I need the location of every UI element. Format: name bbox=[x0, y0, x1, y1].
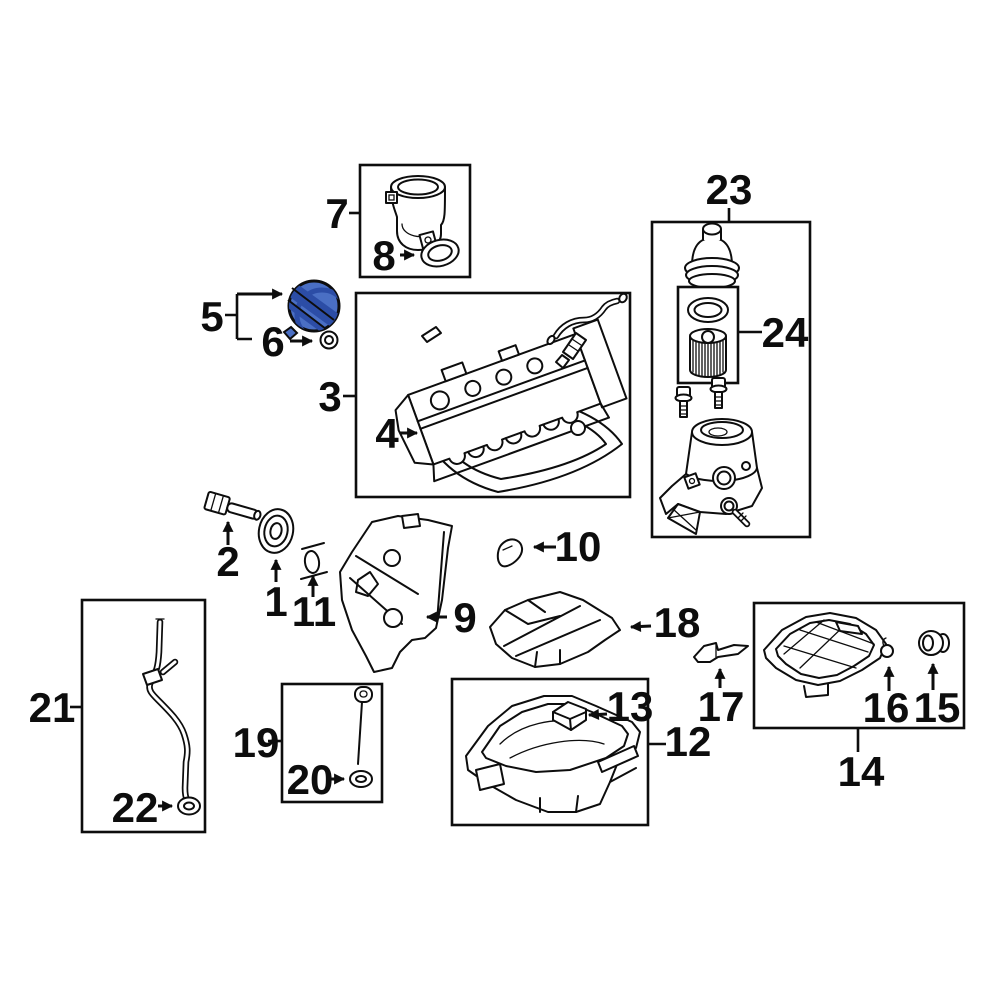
part-label-23: 23 bbox=[706, 166, 753, 213]
dipstick-group-box: 20 bbox=[280, 682, 384, 804]
valve-cover-group-box: 4 bbox=[354, 291, 632, 499]
oil-filter-group-box: 24 bbox=[650, 220, 812, 539]
cap-oring-part bbox=[319, 330, 339, 350]
oil-filler-neck-part bbox=[385, 175, 446, 251]
part-label-17: 17 bbox=[698, 683, 745, 730]
arrow-to-part-13 bbox=[587, 708, 608, 720]
oil-filter-cap-part bbox=[684, 222, 740, 289]
upper-oil-pan-part bbox=[465, 695, 641, 813]
housing-bolt-part bbox=[674, 386, 693, 418]
timing-cover-part bbox=[339, 513, 453, 673]
part-label-18: 18 bbox=[654, 599, 701, 646]
bracket-part bbox=[693, 642, 749, 663]
part-label-4: 4 bbox=[375, 410, 399, 457]
crank-bolt-part bbox=[203, 491, 262, 521]
lower-oil-pan-group-box: 16 15 bbox=[752, 601, 966, 731]
drain-plug-gasket-part bbox=[880, 637, 894, 658]
part-label-6: 6 bbox=[261, 318, 284, 365]
bracket-label-5 bbox=[225, 294, 252, 341]
part-label-24: 24 bbox=[762, 309, 809, 356]
oil-filler-cap-highlighted bbox=[282, 279, 341, 341]
filler-neck-gasket-part bbox=[420, 238, 460, 268]
housing-bolt-lower-part bbox=[720, 497, 751, 528]
part-label-9: 9 bbox=[453, 594, 476, 641]
oil-filter-housing-part bbox=[659, 418, 763, 535]
valve-cover-part bbox=[394, 318, 628, 483]
filter-oring-part bbox=[687, 297, 729, 323]
housing-bolt-part bbox=[709, 377, 728, 409]
part-label-5: 5 bbox=[200, 293, 223, 340]
baffle-plate-part bbox=[489, 591, 621, 668]
part-label-13: 13 bbox=[607, 683, 654, 730]
part-label-2: 2 bbox=[216, 538, 239, 585]
part-label-14: 14 bbox=[838, 748, 885, 795]
filter-element-part bbox=[689, 328, 727, 378]
part-label-8: 8 bbox=[372, 232, 395, 279]
part-label-19: 19 bbox=[233, 719, 280, 766]
part-label-1: 1 bbox=[264, 578, 287, 625]
small-bracket-part bbox=[421, 326, 442, 343]
part-label-10: 10 bbox=[555, 523, 602, 570]
tube-oring-part bbox=[177, 796, 201, 816]
lower-oil-pan-part bbox=[763, 612, 887, 698]
part-label-16: 16 bbox=[863, 684, 910, 731]
dipstick-tube-group-box: 22 bbox=[80, 598, 207, 834]
breather-hose-part bbox=[546, 292, 628, 369]
part-label-7: 7 bbox=[325, 190, 348, 237]
retainer-clip-part bbox=[300, 542, 328, 580]
part-label-12: 12 bbox=[665, 718, 712, 765]
small-gasket-part bbox=[496, 538, 524, 568]
part-label-15: 15 bbox=[914, 684, 961, 731]
part-label-20: 20 bbox=[287, 756, 334, 803]
filler-neck-group-box: 8 bbox=[358, 163, 472, 279]
part-label-21: 21 bbox=[29, 684, 76, 731]
pan-plug-block-part bbox=[552, 701, 587, 731]
bolt-hole bbox=[570, 420, 586, 436]
pcv-connector-part bbox=[555, 332, 587, 369]
crank-pulley-part bbox=[257, 508, 295, 554]
part-label-22: 22 bbox=[112, 784, 159, 831]
arrow-to-part-18 bbox=[629, 621, 652, 632]
part-label-3: 3 bbox=[318, 373, 341, 420]
upper-oil-pan-group-box: 13 bbox=[450, 677, 654, 827]
dipstick-oring-part bbox=[349, 770, 373, 788]
dipstick-part bbox=[354, 686, 373, 765]
drain-plug-part bbox=[918, 630, 950, 656]
